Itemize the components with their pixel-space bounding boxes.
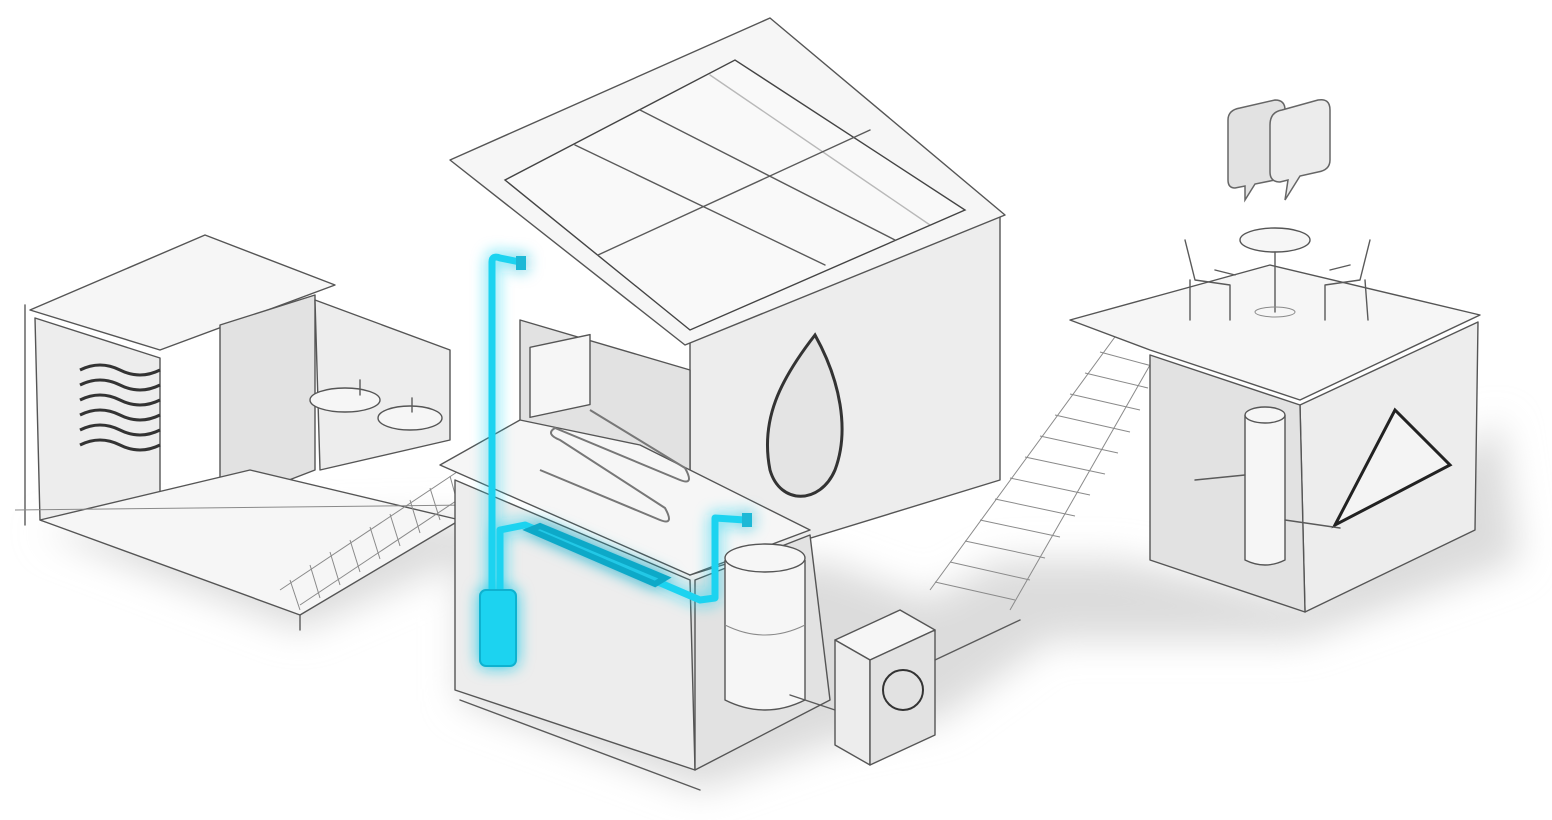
solar-roof [449, 17, 1006, 346]
wall-radiator [529, 333, 591, 419]
triangle-window [1331, 407, 1453, 529]
boiler-tank [479, 589, 517, 667]
heat-exchanger [522, 522, 672, 588]
water-drop-icon [765, 332, 844, 498]
floor-heating-coil-icon [539, 409, 690, 523]
speech-bubbles-icon [1227, 98, 1331, 203]
wall-outlet-bottom [742, 513, 752, 527]
left-room [14, 234, 471, 631]
heat-pump-unit [789, 609, 1021, 766]
heating-circuit [479, 253, 752, 667]
wall-outlet-top [516, 256, 526, 270]
sinks-icon [309, 379, 443, 431]
rooftop-table-chairs [1184, 227, 1371, 321]
radiator-coils-icon [79, 363, 161, 452]
left-stairs [279, 469, 466, 611]
storage-cylinder [724, 543, 806, 711]
fan-icon [882, 669, 924, 711]
right-room [1069, 264, 1481, 613]
center-stairs [929, 329, 1153, 611]
